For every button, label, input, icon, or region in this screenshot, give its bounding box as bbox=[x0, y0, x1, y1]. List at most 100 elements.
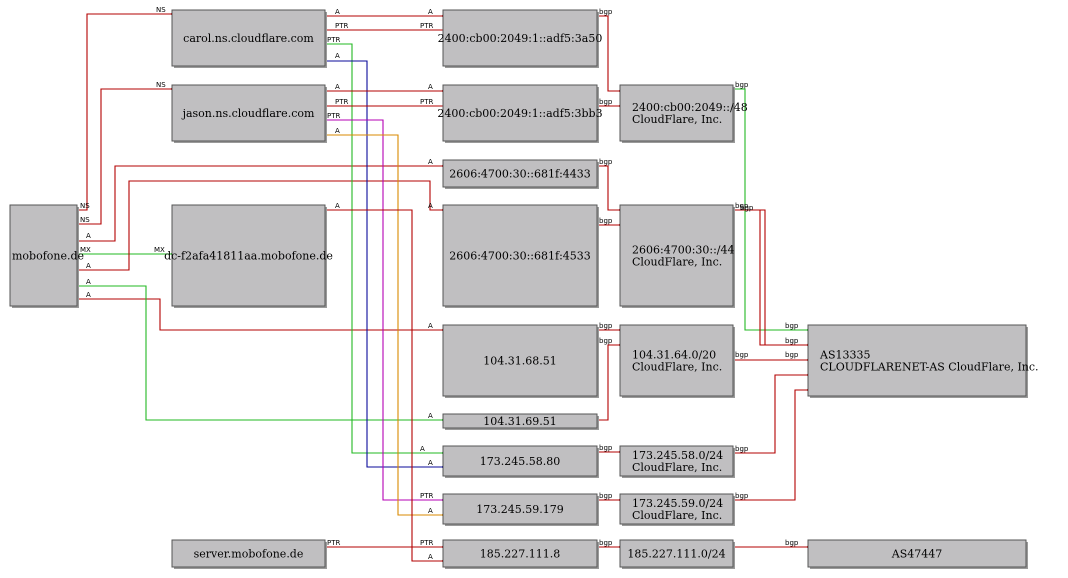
node-label: AS13335 bbox=[819, 349, 870, 362]
node-mobofone[interactable]: mobofone.de bbox=[9, 204, 84, 308]
edge-label: bgp bbox=[735, 445, 749, 453]
edge-label: bgp bbox=[599, 98, 613, 106]
node-label: 2400:cb00:2049::/48 bbox=[632, 101, 748, 114]
node-box bbox=[442, 413, 598, 429]
node-label: 2606:4700:30::681f:4533 bbox=[449, 250, 591, 263]
edge-tail-label: A bbox=[335, 52, 340, 60]
node-pfx-185[interactable]: 185.227.111.0/24 bbox=[619, 539, 735, 569]
node-label: 2606:4700:30::681f:4433 bbox=[449, 168, 591, 181]
node-label: 185.227.111.8 bbox=[480, 548, 560, 561]
node-ip-1858[interactable]: 185.227.111.8 bbox=[442, 539, 599, 569]
node-dc[interactable]: dc-f2afa41811aa.mobofone.de bbox=[164, 204, 333, 308]
edge-tail-label: A bbox=[86, 262, 91, 270]
edge-label: bgp bbox=[735, 81, 749, 89]
edge-label: A bbox=[420, 445, 425, 453]
node-ip-59179[interactable]: 173.245.59.179 bbox=[442, 493, 599, 526]
node-label: CloudFlare, Inc. bbox=[632, 509, 722, 522]
edge-tail-label: PTR bbox=[327, 36, 340, 44]
node-label: CloudFlare, Inc. bbox=[632, 113, 722, 126]
edge-label: bgp bbox=[599, 492, 613, 500]
edge-label: A bbox=[428, 202, 433, 210]
node-box bbox=[619, 204, 734, 307]
node-label: 173.245.59.179 bbox=[476, 503, 563, 516]
node-as47447[interactable]: AS47447 bbox=[807, 539, 1028, 569]
node-ip-6851[interactable]: 104.31.68.51 bbox=[442, 324, 599, 398]
edge-mobofone-to-ip6_4533 bbox=[77, 180, 443, 271]
edge-label: bgp bbox=[785, 351, 799, 359]
node-box bbox=[9, 204, 78, 307]
edge-label: NS bbox=[156, 81, 166, 89]
edge-ip6_4433-to-pfx_2606 bbox=[597, 165, 620, 211]
edges-layer bbox=[77, 12, 810, 563]
node-ip-6951[interactable]: 104.31.69.51 bbox=[442, 413, 599, 430]
node-label: server.mobofone.de bbox=[194, 548, 304, 561]
node-box bbox=[619, 493, 734, 525]
node-box bbox=[807, 324, 1027, 397]
node-box bbox=[171, 9, 326, 67]
edge-label: bgp bbox=[785, 322, 799, 330]
edge-label: A bbox=[428, 459, 433, 467]
node-ip6-4433[interactable]: 2606:4700:30::681f:4433 bbox=[442, 159, 599, 189]
edge-mobofone-to-ip6_4433 bbox=[77, 165, 443, 242]
node-box bbox=[442, 9, 598, 67]
edge-label: bgp bbox=[735, 492, 749, 500]
node-box bbox=[442, 159, 598, 188]
edge-pfx_17359-to-as13335 bbox=[733, 389, 808, 501]
edge-label: bgp bbox=[599, 217, 613, 225]
node-box bbox=[442, 84, 598, 142]
edge-ip_6951-to-pfx_10431 bbox=[597, 344, 620, 421]
node-box bbox=[619, 84, 734, 142]
edge-label: A bbox=[428, 507, 433, 515]
node-label: CloudFlare, Inc. bbox=[632, 461, 722, 474]
node-box bbox=[619, 539, 734, 568]
node-label: CLOUDFLARENET-AS CloudFlare, Inc. bbox=[820, 361, 1039, 374]
node-ip6-3bb3[interactable]: 2400:cb00:2049:1::adf5:3bb3 bbox=[437, 84, 603, 143]
edge-jason-to-ip_59179 bbox=[325, 119, 443, 501]
edge-label: bgp bbox=[599, 322, 613, 330]
node-box bbox=[619, 324, 734, 397]
node-jason[interactable]: jason.ns.cloudflare.com bbox=[171, 84, 327, 143]
edge-tail-label: MX bbox=[80, 246, 91, 254]
edge-mobofone-to-ip_6851 bbox=[77, 298, 443, 331]
edge-tail-label: A bbox=[86, 291, 91, 299]
node-ip-5880[interactable]: 173.245.58.80 bbox=[442, 445, 599, 478]
node-carol[interactable]: carol.ns.cloudflare.com bbox=[171, 9, 327, 68]
edge-tail-label: PTR bbox=[327, 112, 340, 120]
edge-label: PTR bbox=[335, 22, 348, 30]
edge-label: A bbox=[428, 158, 433, 166]
edge-tail-label: PTR bbox=[327, 539, 340, 547]
edge-label: bgp bbox=[599, 539, 613, 547]
node-label: 185.227.111.0/24 bbox=[627, 548, 725, 561]
edge-pfx_2606-to-as13335 bbox=[733, 209, 808, 346]
edge-label: bgp bbox=[599, 158, 613, 166]
node-label: jason.ns.cloudflare.com bbox=[181, 107, 315, 120]
node-box bbox=[807, 539, 1027, 568]
node-label: dc-f2afa41811aa.mobofone.de bbox=[164, 250, 333, 263]
nodes-layer: mobofone.de carol.ns.cloudflare.com jason.… bbox=[9, 9, 1039, 569]
edge-tail-label: NS bbox=[80, 202, 90, 210]
node-ip6-3a50[interactable]: 2400:cb00:2049:1::adf5:3a50 bbox=[438, 9, 603, 68]
node-label: mobofone.de bbox=[12, 250, 84, 263]
node-box bbox=[442, 445, 598, 477]
edge-label: bgp bbox=[785, 337, 799, 345]
node-ip6-4533[interactable]: 2606:4700:30::681f:4533 bbox=[442, 204, 599, 308]
node-label: CloudFlare, Inc. bbox=[632, 361, 722, 374]
node-label: 2400:cb00:2049:1::adf5:3bb3 bbox=[437, 107, 602, 120]
edge-carol-to-ip_5880 bbox=[325, 60, 443, 468]
node-box bbox=[442, 204, 598, 307]
node-box bbox=[442, 324, 598, 397]
edge-tail-label: A bbox=[335, 202, 340, 210]
node-label: 173.245.58.0/24 bbox=[632, 449, 723, 462]
node-box bbox=[442, 493, 598, 525]
node-server[interactable]: server.mobofone.de bbox=[171, 539, 327, 569]
edge-mobofone-to-carol bbox=[77, 13, 172, 211]
edge-label: MX bbox=[154, 246, 165, 254]
edge-tail-label: A bbox=[86, 278, 91, 286]
